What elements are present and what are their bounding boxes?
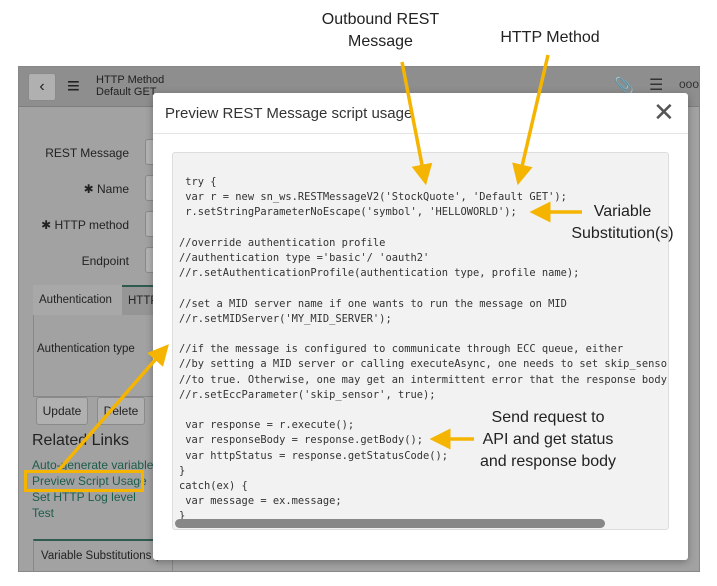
header-title: HTTP Method xyxy=(96,74,165,86)
script-code: try { var r = new sn_ws.RESTMessageV2('S… xyxy=(179,176,669,523)
arrow-http-method xyxy=(512,54,550,186)
preview-modal: Preview REST Message script usage ✕ try … xyxy=(153,93,688,560)
sliders-icon[interactable]: ☰ xyxy=(649,77,664,94)
link-preview-script-usage[interactable]: Preview Script Usage xyxy=(32,474,147,488)
divider xyxy=(153,133,688,134)
arrow-outbound xyxy=(400,61,433,186)
more-icon[interactable]: ooo xyxy=(679,77,700,91)
link-set-http-log-level[interactable]: Set HTTP Log level xyxy=(32,490,136,504)
arrow-preview-link xyxy=(56,344,169,473)
annotation-outbound: Outbound REST Message xyxy=(321,11,440,50)
endpoint-label: Endpoint xyxy=(81,254,129,268)
tab-authentication[interactable]: Authentication xyxy=(33,285,122,315)
header-subtitle: Default GET xyxy=(96,86,157,98)
rest-message-label: REST Message xyxy=(45,146,129,160)
related-links-title: Related Links xyxy=(32,432,129,449)
annotation-send: Send request to API and get status and r… xyxy=(479,409,617,470)
chevron-left-icon: ‹ xyxy=(39,78,45,95)
name-label: ✱ Name xyxy=(83,182,129,196)
link-test[interactable]: Test xyxy=(32,506,55,520)
paperclip-icon[interactable]: 📎 xyxy=(614,78,634,95)
highlight-box xyxy=(24,470,144,492)
annotation-variable: Variable Substitution(s) xyxy=(571,203,674,242)
update-button[interactable]: Update xyxy=(36,397,88,425)
hamburger-icon[interactable]: ≡ xyxy=(67,73,80,98)
link-auto-generate[interactable]: Auto-generate variables xyxy=(32,458,160,472)
http-method-label: ✱ HTTP method xyxy=(41,218,129,232)
annotation-http-method: HTTP Method xyxy=(500,29,600,46)
horizontal-scrollbar[interactable] xyxy=(175,519,605,528)
code-block[interactable]: try { var r = new sn_ws.RESTMessageV2('S… xyxy=(172,152,669,530)
back-button[interactable]: ‹ xyxy=(28,73,56,101)
modal-title: Preview REST Message script usage xyxy=(165,105,413,122)
auth-type-label: Authentication type xyxy=(37,343,135,355)
close-icon[interactable]: ✕ xyxy=(653,97,675,127)
